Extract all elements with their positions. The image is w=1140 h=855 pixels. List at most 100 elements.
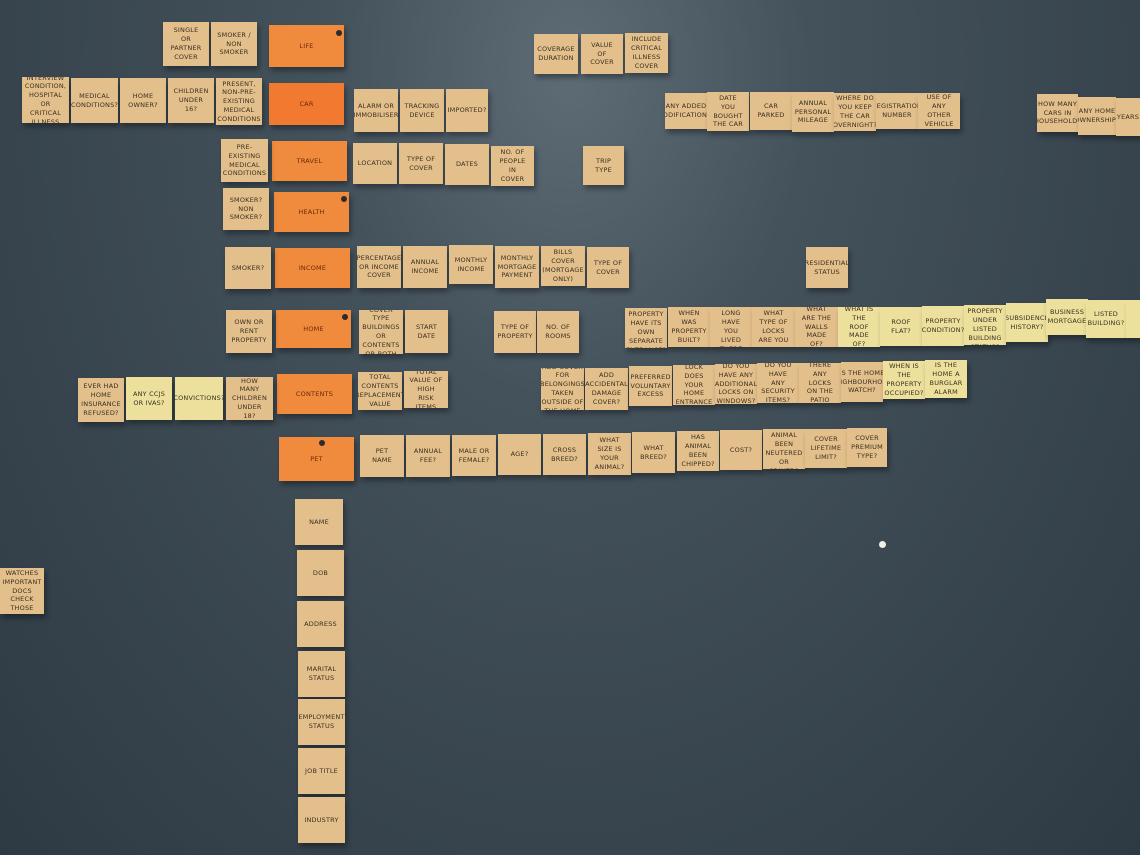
note-contents-6: What Type of Lock Does Your Home Entranc… [673,365,715,405]
note-car-right-2: Date You Bought the Car [707,92,749,131]
note-pet-12: Cover Premium Type? [847,428,887,467]
note-contents-9: Are There Any Locks on the Patio Doors? [799,363,841,403]
note-contents-7: Do You Have Any Additional Locks on Wind… [715,364,757,404]
category-home: Home [276,310,351,348]
note-pet-10: Has the Animal Been Neutered or Spayed? [763,429,805,469]
note-own-rent: Own or Rent Property [226,310,272,353]
note-contents-left-3: Convictions? [175,377,223,420]
note-pet-5: Cross Breed? [543,434,586,475]
note-pre-existing: Pre-existing Medical Conditions [221,139,268,182]
note-home-2: Start Date [405,310,448,353]
note-car-2: Tracking Device [400,89,444,132]
note-home-right-edge [1126,300,1140,338]
note-home-right-3: How Long Have You Lived There [710,307,752,347]
note-income-5: Bills Cover (Mortgage Only) [541,246,585,286]
note-pet-2: Annual Fee? [406,435,450,477]
note-travel-4: No. of People in Cover [491,146,534,186]
category-health: Health [274,192,349,232]
note-home-right-8: Property Condition? [922,306,964,346]
category-contents: Contents [277,374,352,414]
note-income-6: Type of Cover [587,247,629,288]
note-home-right-11: Business Mortgage [1046,299,1088,335]
note-far-right-2: Any Home Ownership? [1078,97,1116,135]
note-home-1: Cover Type Buildings or Contents or Both [359,310,403,354]
note-contents-left-1: Ever Had Home Insurance Refused? [78,378,124,422]
category-travel: Travel [272,141,347,181]
wall-spot [879,541,886,548]
note-income-2: Annual Income [403,246,447,288]
pin [341,196,347,202]
note-column-marital: Marital Status [298,651,345,697]
category-life: Life [269,25,344,67]
note-pet-6: What Size is Your Animal? [588,433,631,475]
note-car-right-6: Registration Number [876,93,918,129]
note-contents-10: Is the Home Neighbourhood Watch? [841,362,883,402]
note-contents-1: Total Contents Replacement Value [358,372,402,410]
note-car-right-3: Car Parked [750,92,792,130]
note-income-1: Percentage or Income Cover [357,246,401,288]
note-contents-left-2: Any CCJs or IVAs? [126,377,172,420]
category-income: Income [275,248,350,288]
note-pet-1: Pet Name [360,435,404,477]
note-health-smoker: Smoker? Non Smoker? [223,188,269,230]
note-far-right-3: Years [1116,98,1140,136]
note-car-right-4: Annual Personal Mileage [792,92,834,132]
note-column-industry: Industry [298,797,345,843]
note-car-1: Alarm or Immobiliser [354,89,398,132]
note-home-right-4: What Type of Locks Are You [752,307,795,347]
note-left-3: Home Owner? [120,78,166,123]
note-pet-11: Cover Lifetime Limit? [805,429,847,468]
pin [336,30,342,36]
note-home-right-10: Subsidence History? [1006,303,1048,342]
note-home-right-2: When Was Property Built? [668,307,710,347]
note-car-right-1: Any Added Modifications? [665,93,707,129]
note-home-right-1: Does Property Have its Own Separate Entr… [625,308,667,348]
note-contents-4: Add Accidental Damage Cover? [585,368,628,410]
note-contents-12: Is the Home a Burglar Alarm [925,360,967,398]
note-pet-7: What Breed? [632,432,675,473]
note-contents-5: Preferred Voluntary Excess [629,366,672,406]
note-coverage-duration: Coverage Duration [534,34,578,74]
note-column-job-title: Job Title [298,748,345,794]
pin [319,440,325,446]
note-pet-3: Male or Female? [452,435,496,476]
note-pet-9: Cost? [720,430,762,470]
note-contents-3: Add Cover for Belongings Taken Outside o… [541,368,584,410]
category-pet: Pet [279,437,354,481]
note-car-right-7: Use of Any Other Vehicle [918,93,960,129]
note-home-4: No. of Rooms [537,311,579,353]
note-contents-left-4: How Many Children Under 18? [226,377,273,420]
note-home-right-12: Listed Building? [1086,300,1126,338]
note-income-4: Monthly Mortgage Payment [495,246,539,288]
note-pet-8: Has Animal Been Chipped? [677,431,719,471]
note-left-1: Interview Condition, Hospital or Critica… [22,77,69,123]
note-home-right-6: What is the Roof Made Of? [838,307,880,347]
pin [342,314,348,320]
note-sales-person: Sales Person Watches Important Docs Chec… [0,568,44,614]
note-car-right-5: Where do you Keep the Car Overnight? [834,93,876,131]
note-value-of-cover: Value of Cover [581,34,623,74]
note-contents-11: When is the Property Occupied? [883,361,925,399]
note-home-right-7: Roof Flat? [880,307,922,346]
note-travel-3: Dates [445,144,489,185]
note-column-name: Name [295,499,343,545]
note-car-3: Imported? [446,89,488,132]
note-trip-type: Trip Type [583,146,624,185]
note-column-address: Address [297,601,344,647]
note-left-2: Medical Conditions? [71,78,118,123]
note-home-right-5: What Are the Walls Made Of? [795,307,838,347]
note-left-5: Present, Non-Pre-existing Medical Condit… [216,78,262,125]
note-far-right-1: How Many Cars in Household? [1037,94,1078,132]
note-travel-1: Location [353,143,397,184]
note-residential-status: Residential Status [806,247,848,288]
note-single-partner: Single or Partner Cover [163,22,209,66]
note-contents-2: Total Value of High Risk Items [404,371,448,408]
note-income-3: Monthly Income [449,245,493,284]
note-left-4: Children Under 16? [168,78,214,123]
note-contents-8: Do You Have Any Security Items? [757,363,799,403]
note-column-employment: Employment Status [298,699,345,745]
note-home-3: Type of Property [494,311,536,353]
note-travel-2: Type of Cover [399,143,443,184]
note-critical-illness: Include Critical Illness Cover [625,33,668,73]
note-home-right-9: Is the Property Under Listed Building St… [964,305,1006,345]
